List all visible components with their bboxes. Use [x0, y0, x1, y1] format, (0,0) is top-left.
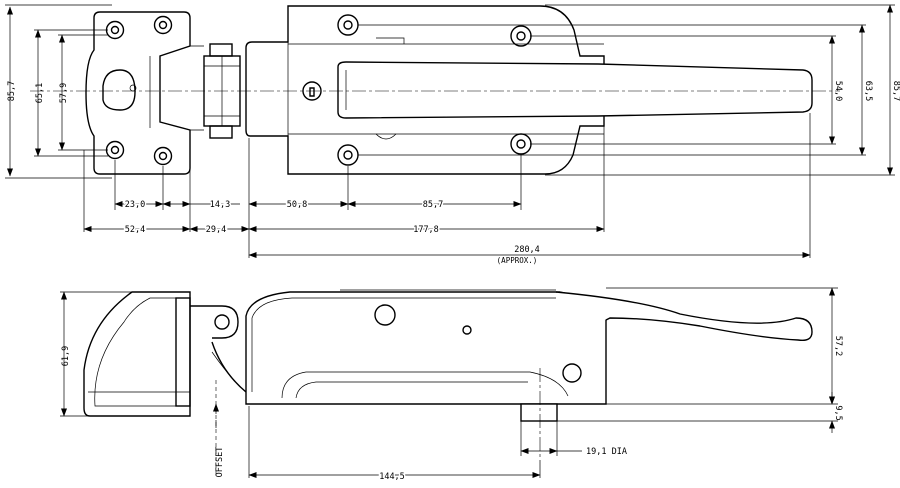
dim-54-0: 54,0 [833, 81, 843, 101]
side-hole-2 [462, 325, 472, 335]
dim-177-8: 177,8 [413, 225, 439, 235]
dim-85-7: 85,7 [423, 200, 443, 210]
dim-85-7-right: 85,7 [891, 81, 900, 101]
dim-50-8: 50,8 [287, 200, 307, 210]
dim-57-2: 57,2 [833, 336, 843, 356]
dim-23-0: 23,0 [125, 200, 145, 210]
dim-29-4: 29,4 [206, 225, 226, 235]
dim-144-5: 144,5 [379, 472, 405, 482]
dim-85-7-left: 85,7 [7, 81, 17, 101]
dim-14-3: 14,3 [210, 200, 230, 210]
dim-61-9: 61,9 [61, 346, 71, 366]
latch-handle-side [555, 291, 813, 342]
strike-keeper-opening [102, 69, 136, 111]
latch-body-side [245, 291, 607, 405]
dim-offset: OFFSET [215, 447, 225, 478]
dim-63-5: 63,5 [863, 81, 873, 101]
dim-approx: (APPROX.) [497, 256, 538, 265]
strike-plate [85, 11, 191, 175]
dim-57-9: 57,9 [59, 83, 69, 103]
side-hole-3 [562, 363, 582, 383]
dim-9-5: 9,5 [833, 405, 843, 420]
dim-280-4: 280,4 [514, 245, 540, 255]
dim-65-1: 65,1 [35, 83, 45, 103]
extension-lines-side [60, 287, 838, 478]
dim-19-1-dia: 19,1 DIA [586, 447, 627, 457]
side-hole-1 [374, 304, 396, 326]
dim-52-4: 52,4 [125, 225, 145, 235]
latch-handle [337, 61, 813, 119]
strike-side [83, 291, 191, 417]
strike-hole-br [153, 146, 173, 166]
top-view: 85,7 65,1 57,9 54,0 63,5 85,7 23,0 14,3 … [5, 4, 900, 265]
latch-bolt [520, 403, 558, 422]
side-view: 61,9 57,2 9,5 19,1 DIA OFFSET 144,5 [60, 287, 843, 484]
strike-hole-tr [153, 15, 173, 35]
hinge-knuckle [190, 305, 239, 339]
